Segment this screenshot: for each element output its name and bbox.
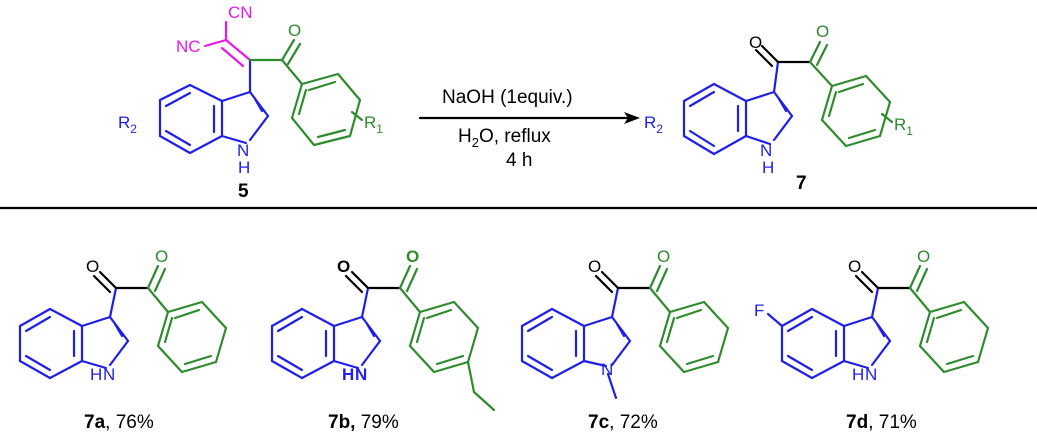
product-o2-label: O — [816, 22, 829, 41]
7a-o2-label: O — [155, 247, 168, 266]
7d-n-label: N — [865, 365, 877, 384]
product-benzoyl-ring — [820, 74, 892, 148]
reactant-indole-pyrrole-ring — [220, 90, 270, 145]
reactant-5-structure: CN NC O R2 R1 N H 5 — [118, 3, 383, 202]
example-7d-structure: F O O N H 7d, 71% — [754, 247, 990, 433]
product-h-label: H — [762, 158, 774, 177]
reaction-arrow-group: NaOH (1equiv.) H2O, reflux 4 h — [418, 87, 640, 171]
7a-h-label: H — [90, 365, 102, 384]
7d-h-label: H — [852, 365, 864, 384]
7a-caption: 7a, 76% — [84, 412, 154, 433]
reactant-n-label: N — [237, 141, 249, 160]
7b-caption: 7b, 79% — [328, 412, 399, 433]
7b-h-label: H — [342, 365, 354, 384]
7d-o2-label: O — [917, 247, 930, 266]
product-compound-number: 7 — [796, 173, 807, 194]
reactant-oxygen-label: O — [288, 21, 301, 40]
7a-o1-label: O — [86, 257, 99, 276]
7b-o2-label: O — [406, 247, 419, 266]
reactant-r2-label: R2 — [118, 113, 137, 136]
product-r1-label: R1 — [894, 115, 913, 138]
7c-caption: 7c, 72% — [588, 412, 658, 433]
7c-o1-label: O — [588, 257, 601, 276]
reactant-nc-top-label: CN — [228, 3, 253, 22]
product-indole-pyrrole-ring — [744, 90, 794, 146]
7a-n-label: N — [103, 365, 115, 384]
example-7a-structure: O O N H 7a, 76% — [18, 247, 228, 433]
product-indole-benzene-ring — [682, 82, 748, 156]
reactant-nc-left-label: NC — [176, 37, 201, 56]
reactant-compound-number: 5 — [238, 181, 249, 202]
product-7-structure: O O R2 R1 N H 7 — [644, 22, 913, 194]
example-7c-structure: O O N 7c, 72% — [520, 247, 730, 433]
7d-f-label: F — [754, 301, 764, 320]
reactant-indole-benzene-ring — [158, 83, 224, 155]
product-o1-label: O — [749, 33, 762, 52]
7c-n-label: N — [601, 360, 613, 379]
reaction-arrow-head — [624, 112, 640, 124]
7b-o1-label: O — [337, 257, 350, 276]
solvent-label: H2O, reflux — [458, 126, 551, 150]
7d-o1-label: O — [848, 257, 861, 276]
time-label: 4 h — [506, 150, 532, 171]
product-n-label: N — [760, 141, 772, 160]
7b-n-label: N — [355, 365, 367, 384]
reactant-r1-label: R1 — [364, 113, 383, 136]
example-7b-structure: O O N H 7b, 79% — [270, 247, 496, 433]
product-r2-label: R2 — [644, 113, 663, 136]
reactant-h-label: H — [238, 158, 250, 177]
reagent-label: NaOH (1equiv.) — [442, 87, 573, 108]
reactant-benzoyl-ring — [290, 72, 362, 147]
7d-caption: 7d, 71% — [846, 412, 917, 433]
7c-o2-label: O — [657, 247, 670, 266]
